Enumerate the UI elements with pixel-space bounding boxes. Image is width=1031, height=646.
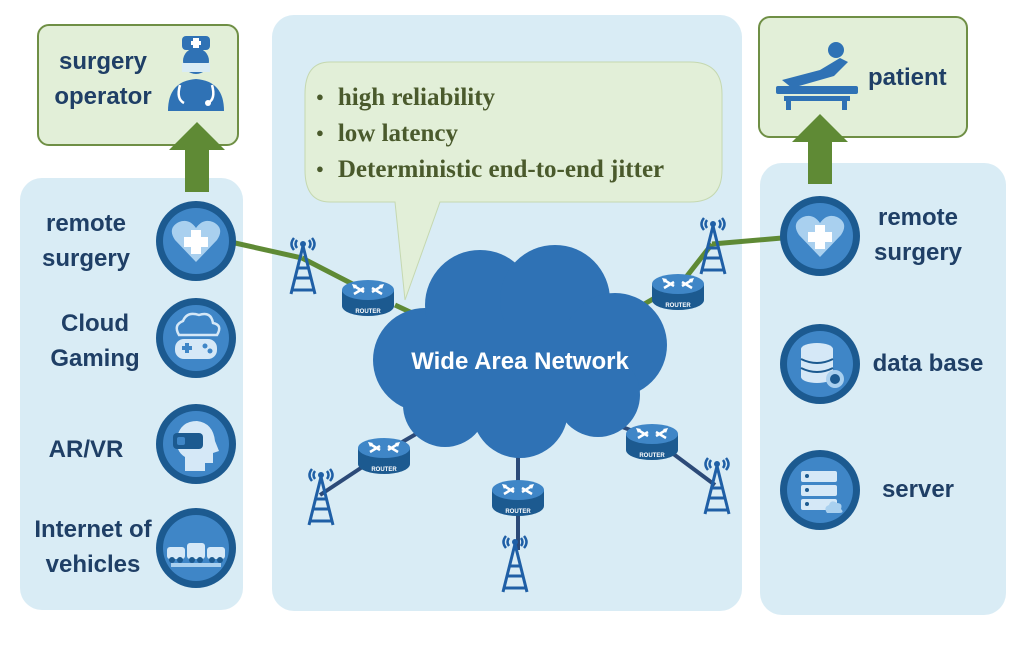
- antenna-tower-icon: [286, 232, 320, 301]
- ar-vr-label: AR/VR: [48, 436, 124, 463]
- arrow-up-icon: [169, 122, 225, 192]
- antenna-tower-icon: [304, 463, 338, 532]
- wan-cloud: [373, 245, 667, 458]
- requirements-list: high reliability low latency Determinist…: [310, 80, 664, 188]
- router-icon: ROUTER: [650, 270, 706, 319]
- patient-box: [758, 16, 968, 138]
- server-label: server: [881, 476, 955, 503]
- link-right-surgery: [711, 235, 783, 247]
- arrow-up-icon: [792, 114, 848, 184]
- requirement-item: low latency: [310, 116, 664, 152]
- vr-headset-icon: [156, 404, 236, 484]
- router-label: ROUTER: [355, 309, 381, 315]
- remote-surgery-icon: [156, 201, 236, 281]
- router-icon: ROUTER: [490, 476, 546, 525]
- antenna-tower-icon: [700, 452, 734, 521]
- router-label: ROUTER: [665, 303, 691, 309]
- router-label: ROUTER: [371, 467, 397, 473]
- antenna-tower-icon: [498, 530, 532, 599]
- cloud-gaming-icon: [156, 298, 236, 378]
- remote-surgery-icon: [780, 196, 860, 276]
- data-base-label: data base: [872, 350, 984, 377]
- surgeon-icon: [162, 33, 232, 113]
- link-left-surgery: [234, 240, 303, 261]
- router-icon: ROUTER: [356, 434, 412, 483]
- requirement-item: high reliability: [310, 80, 664, 116]
- internet-of-vehicles-icon: [156, 508, 236, 588]
- database-icon: [780, 324, 860, 404]
- requirement-item: Deterministic end-to-end jitter: [310, 152, 664, 188]
- server-icon: [780, 450, 860, 530]
- router-label: ROUTER: [505, 509, 531, 515]
- router-icon: ROUTER: [340, 276, 396, 325]
- antenna-tower-icon: [696, 212, 730, 281]
- router-icon: ROUTER: [624, 420, 680, 469]
- patient-label: patient: [868, 64, 947, 91]
- patient-bed-icon: [770, 40, 862, 112]
- wan-label: Wide Area Network: [411, 348, 629, 375]
- router-label: ROUTER: [639, 453, 665, 459]
